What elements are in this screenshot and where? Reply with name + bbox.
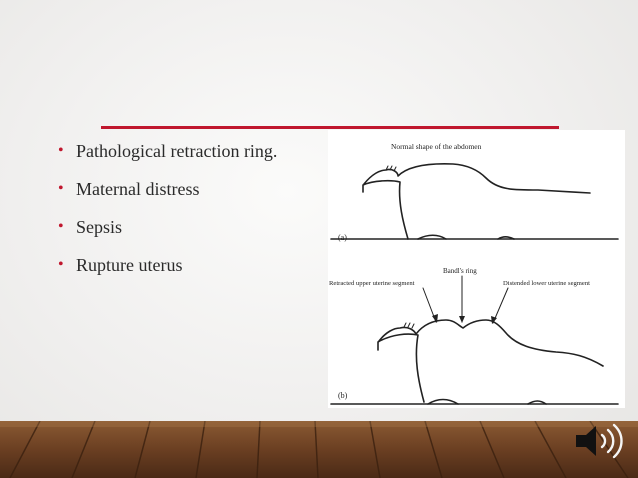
upper-segment-arrowhead — [432, 314, 438, 323]
bullet-marker: • — [58, 180, 64, 197]
panel-b-left-label: Retracted upper uterine segment — [329, 280, 415, 287]
bullet-marker: • — [58, 142, 64, 159]
speaker-icon[interactable] — [572, 421, 626, 461]
bullet-item: • Sepsis — [58, 214, 277, 252]
title-accent-rule — [101, 126, 559, 129]
panel-b-abdomen-outline — [377, 319, 604, 403]
bullet-text: Rupture uterus — [76, 255, 183, 275]
panel-b-label: (b) — [338, 391, 348, 400]
panel-b-center-label: Bandl's ring — [443, 267, 477, 275]
wood-floor-svg — [0, 420, 638, 478]
panel-a-navel — [385, 165, 397, 172]
bullet-text: Pathological retraction ring. — [76, 141, 278, 161]
bullet-marker: • — [58, 256, 64, 273]
bandls-ring-arrowhead — [459, 316, 465, 323]
lower-segment-arrowhead — [491, 316, 497, 324]
panel-b-ground-bumps — [427, 398, 547, 405]
bullet-item: • Rupture uterus — [58, 252, 277, 290]
bullet-list: • Pathological retraction ring. • Matern… — [58, 138, 277, 290]
speaker-icon-svg — [576, 423, 623, 459]
panel-a-caption: Normal shape of the abdomen — [391, 142, 482, 151]
bullet-text: Sepsis — [76, 217, 123, 237]
abdomen-diagram-svg: Normal shape of the abdomen (a) Bandl's … — [329, 142, 619, 405]
panel-a-label: (a) — [338, 233, 347, 242]
wood-floor — [0, 420, 638, 478]
lower-segment-arrow — [492, 287, 509, 324]
bullet-item: • Pathological retraction ring. — [58, 138, 277, 176]
bullet-text: Maternal distress — [76, 179, 200, 199]
panel-a-ground-bumps — [417, 234, 515, 240]
bullet-marker: • — [58, 218, 64, 235]
panel-a-abdomen-outline — [362, 163, 591, 240]
panel-b-right-label: Distended lower uterine segment — [503, 280, 590, 287]
abdomen-diagram: Normal shape of the abdomen (a) Bandl's … — [328, 130, 625, 408]
bullet-item: • Maternal distress — [58, 176, 277, 214]
panel-b-navel — [403, 322, 415, 329]
